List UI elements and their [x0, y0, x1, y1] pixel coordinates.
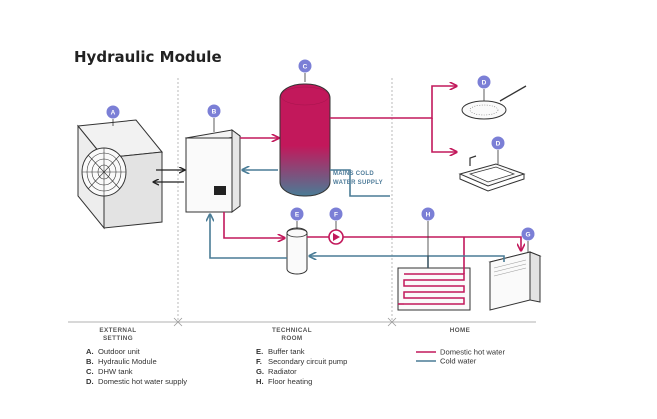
legend-key-h: H.: [256, 377, 264, 386]
legend-key-b: B.: [86, 357, 94, 366]
badge-b-label: B: [212, 109, 217, 116]
legend-text-a: Outdoor unit: [98, 347, 141, 356]
legend-line-hot: Domestic hot water: [440, 348, 505, 357]
mains-cold-label-line2: WATER SUPPLY: [333, 180, 383, 186]
mains-cold-label-line1: MAINS COLD: [333, 171, 374, 177]
legend-components: A. Outdoor unit B. Hydraulic Module C. D…: [86, 347, 347, 386]
badge-a-label: A: [111, 110, 116, 117]
zone-label-room: ROOM: [281, 335, 302, 342]
legend-text-b: Hydraulic Module: [98, 357, 157, 366]
badge-c: C: [298, 59, 312, 82]
legend-lines: Domestic hot water Cold water: [416, 348, 505, 366]
legend-text-g: Radiator: [268, 367, 297, 376]
badge-d1-label: D: [482, 80, 487, 87]
legend-text-h: Floor heating: [268, 377, 312, 386]
legend-text-f: Secondary circuit pump: [268, 357, 347, 366]
outdoor-unit: [77, 119, 163, 230]
badge-h-label: H: [426, 212, 431, 219]
sink-icon: [458, 155, 526, 192]
legend-line-cold: Cold water: [440, 357, 477, 366]
badge-g-label: G: [525, 232, 530, 239]
hydraulic-module: [184, 129, 242, 213]
badge-f: F: [329, 207, 343, 230]
badge-d-sink: D: [491, 136, 505, 164]
legend-key-a: A.: [86, 347, 94, 356]
zone-label-technical: TECHNICAL: [272, 327, 312, 334]
legend-key-e: E.: [256, 347, 263, 356]
badge-a: A: [106, 105, 120, 126]
legend-key-f: F.: [256, 357, 262, 366]
dhw-tank: [279, 83, 331, 197]
zone-label-setting: SETTING: [103, 335, 133, 342]
badge-c-label: C: [303, 64, 308, 71]
buffer-tank: [286, 227, 308, 275]
badge-e: E: [290, 207, 304, 229]
page-title: Hydraulic Module: [74, 48, 222, 66]
fan-grille-icon: [81, 147, 127, 197]
badge-f-label: F: [334, 212, 338, 219]
badge-g: G: [521, 227, 535, 252]
secondary-pump: [328, 229, 344, 245]
radiator: [488, 251, 542, 311]
badge-d2-label: D: [496, 141, 501, 148]
badge-h: H: [421, 207, 435, 268]
zone-label-home: HOME: [450, 327, 471, 334]
legend-key-g: G.: [256, 367, 264, 376]
legend-text-e: Buffer tank: [268, 347, 305, 356]
badge-d-shower: D: [477, 75, 491, 101]
floor-heating: [397, 267, 471, 311]
cold-water-pipes: [210, 170, 505, 268]
zone-label-external: EXTERNAL: [99, 327, 136, 334]
shower-head-icon: [461, 85, 527, 120]
legend-text-c: DHW tank: [98, 367, 133, 376]
badge-b: B: [207, 104, 221, 132]
legend-key-c: C.: [86, 367, 94, 376]
refrigerant-lines: [154, 170, 184, 182]
badge-e-label: E: [295, 212, 300, 219]
legend-key-d: D.: [86, 377, 94, 386]
legend-text-d: Domestic hot water supply: [98, 377, 187, 386]
